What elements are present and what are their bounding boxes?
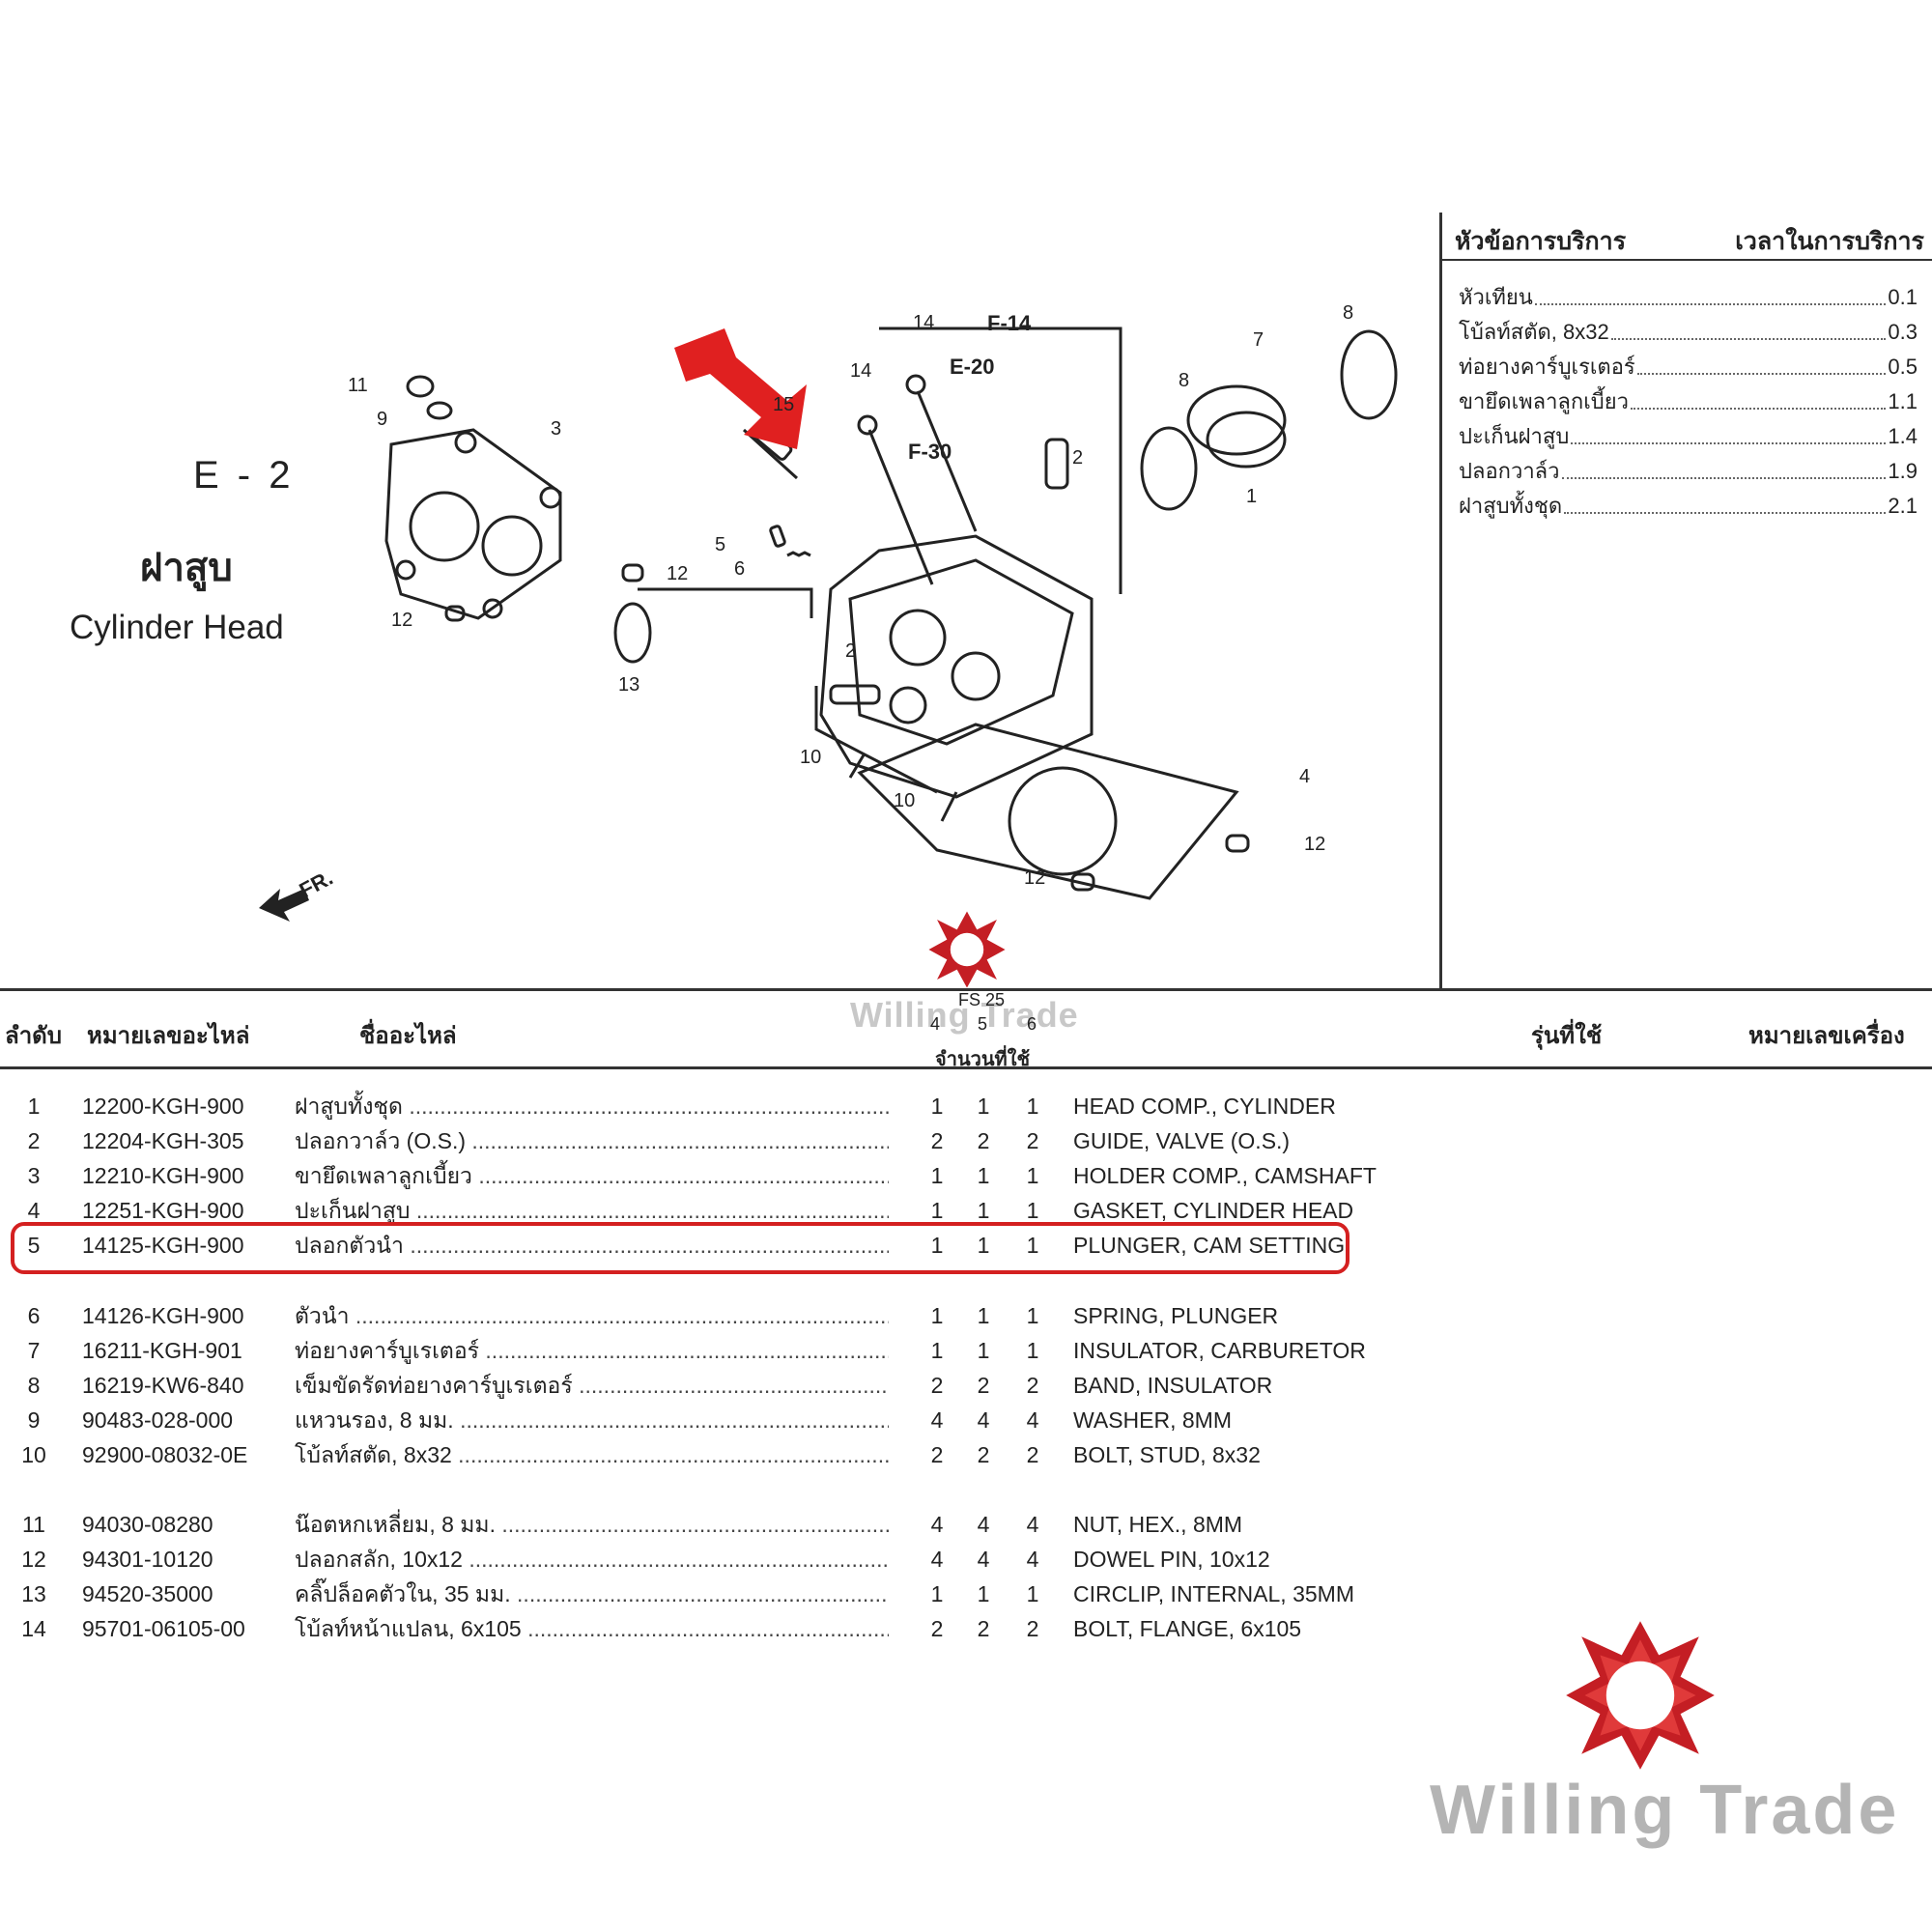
svg-text:6: 6 <box>734 558 745 580</box>
svg-text:E-20: E-20 <box>950 355 994 379</box>
svg-text:F-14: F-14 <box>987 311 1032 335</box>
svg-text:F-30: F-30 <box>908 440 952 464</box>
table-row: 312210-KGH-900ขายึดเพลาลูกเบี้ยว111HOLDE… <box>0 1158 1449 1193</box>
col-header-model-code: FS 25 <box>958 990 1006 1009</box>
willing-trade-logo-large <box>1566 1621 1715 1770</box>
col-header-qty-4: 4 <box>930 1014 941 1034</box>
svg-text:12: 12 <box>1304 834 1325 855</box>
service-item: ท่อยางคาร์บูเรเตอร์0.5 <box>1459 350 1918 384</box>
svg-text:10: 10 <box>800 747 821 768</box>
col-header-engine-no: หมายเลขเครื่อง <box>1748 1023 1905 1049</box>
svg-text:2: 2 <box>845 640 856 662</box>
svg-text:12: 12 <box>1024 867 1045 889</box>
service-panel-header: หัวข้อการบริการ เวลาในการบริการ <box>1441 214 1932 261</box>
brand-wordmark: Willing Trade <box>1430 1772 1900 1849</box>
section-title-thai: ฝาสูบ <box>140 547 233 589</box>
svg-text:5: 5 <box>715 534 725 555</box>
svg-text:11: 11 <box>348 375 368 396</box>
service-topic-header: หัวข้อการบริการ <box>1455 228 1627 255</box>
svg-text:7: 7 <box>1253 329 1264 351</box>
col-header-model: รุ่นที่ใช้ <box>1531 1023 1603 1049</box>
table-header-rule <box>0 1066 1932 1069</box>
svg-text:4: 4 <box>1299 766 1310 787</box>
table-row: 716211-KGH-901ท่อยางคาร์บูเรเตอร์111INSU… <box>0 1333 1449 1368</box>
section-title-english: Cylinder Head <box>70 609 284 646</box>
svg-text:8: 8 <box>1179 370 1189 391</box>
col-header-part-no: หมายเลขอะไหล่ <box>87 1023 250 1049</box>
svg-text:13: 13 <box>618 674 639 696</box>
col-header-qty-6: 6 <box>1027 1014 1037 1034</box>
panel-divider <box>1439 213 1442 990</box>
row-highlight-box <box>11 1222 1350 1274</box>
svg-text:2: 2 <box>1072 447 1083 469</box>
svg-text:15: 15 <box>773 394 794 415</box>
section-code: E - 2 <box>193 454 295 497</box>
svg-text:12: 12 <box>391 610 412 631</box>
svg-text:14: 14 <box>913 312 934 333</box>
willing-trade-logo-small <box>928 911 1006 988</box>
svg-text:9: 9 <box>377 409 387 430</box>
col-header-qty-5: 5 <box>978 1014 988 1034</box>
svg-text:12: 12 <box>667 563 688 584</box>
table-top-rule <box>0 988 1932 991</box>
svg-text:8: 8 <box>1343 302 1353 324</box>
watermark-text-small: Willing Trade <box>850 995 1079 1035</box>
col-header-qty-label: จำนวนที่ใช้ <box>935 1049 1031 1070</box>
service-time-header: เวลาในการบริการ <box>1735 228 1924 255</box>
svg-text:3: 3 <box>551 418 561 440</box>
svg-text:10: 10 <box>894 790 915 811</box>
svg-text:14: 14 <box>850 360 871 382</box>
svg-text:1: 1 <box>1246 486 1257 507</box>
col-header-name: ชื่ออะไหล่ <box>359 1023 457 1049</box>
col-header-no: ลำดับ <box>5 1023 63 1049</box>
